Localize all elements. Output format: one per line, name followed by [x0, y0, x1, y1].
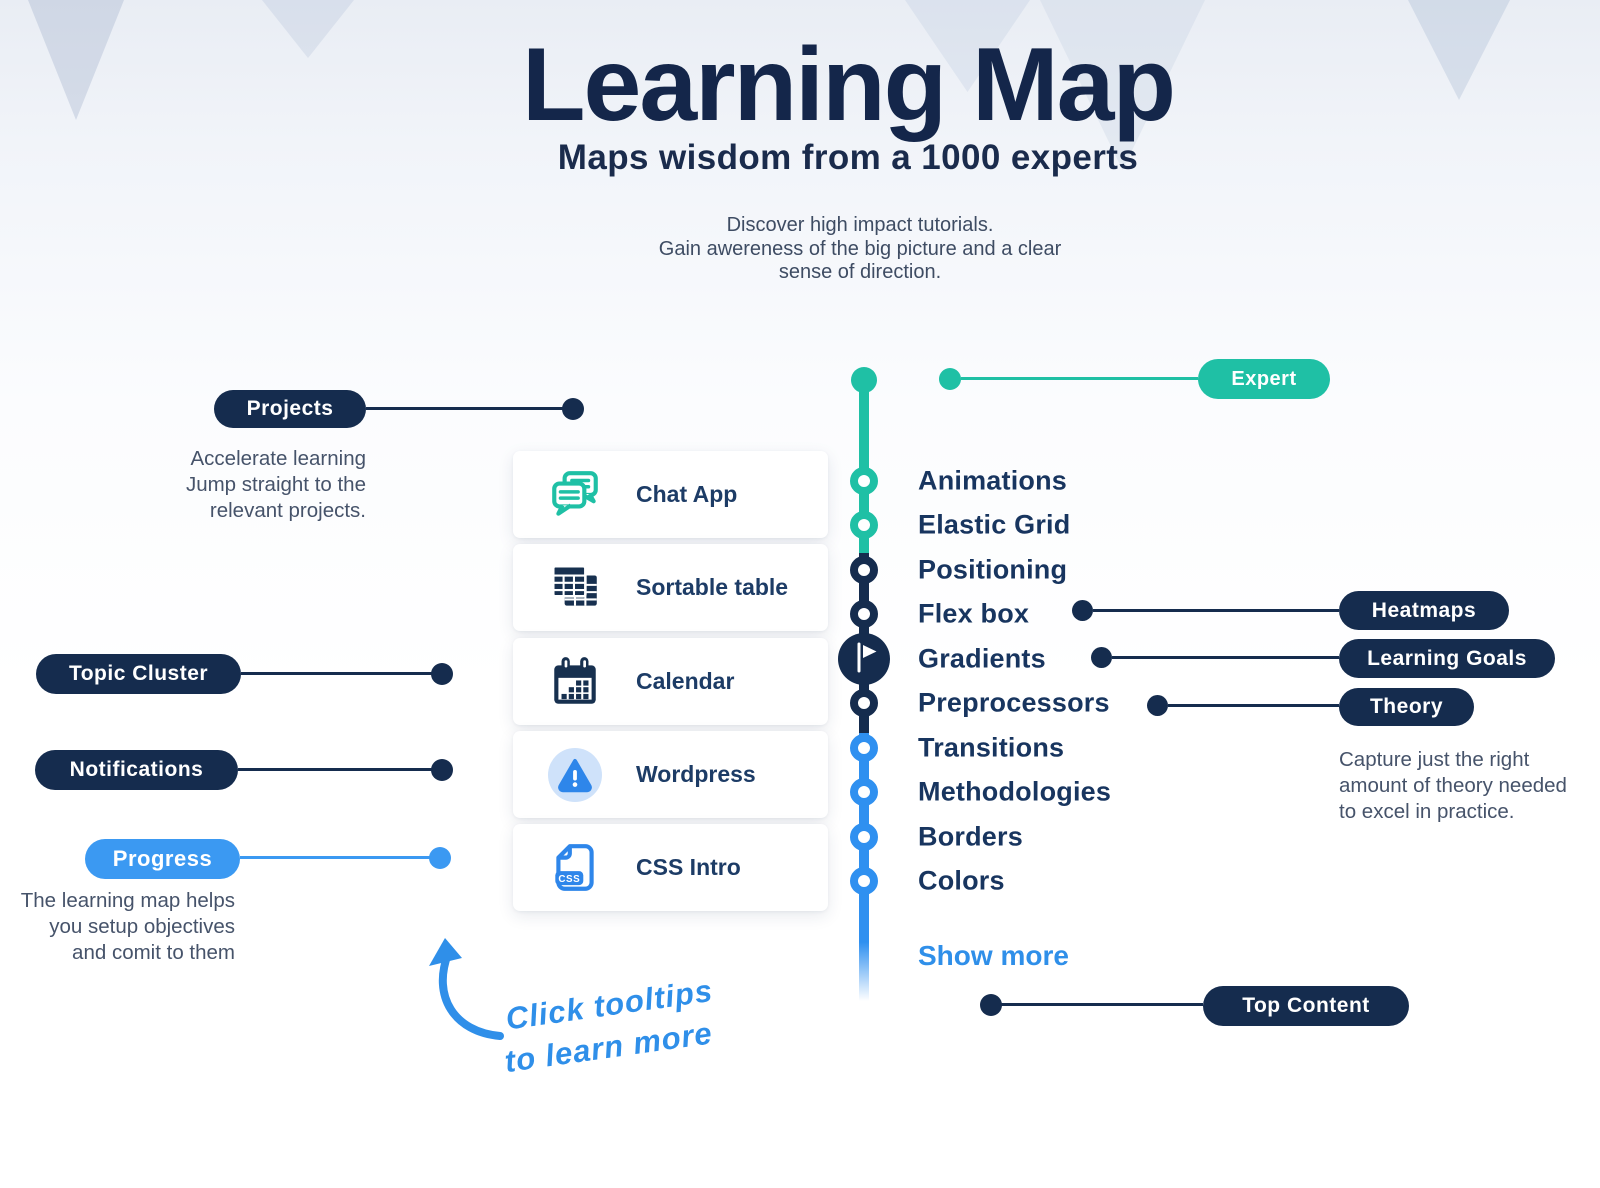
- note-line: The learning map helps: [20, 889, 235, 912]
- note-line: amount of theory needed: [1339, 774, 1567, 797]
- page-title: Learning Map: [521, 27, 1176, 143]
- timeline-node: [850, 689, 878, 717]
- svg-text:CSS: CSS: [558, 874, 580, 885]
- projects-pill[interactable]: Projects: [214, 390, 366, 428]
- topic-preprocessors[interactable]: Preprocessors: [918, 687, 1110, 718]
- topic-positioning[interactable]: Positioning: [918, 554, 1068, 585]
- timeline-node: [850, 867, 878, 895]
- connector-line: [961, 377, 1198, 380]
- card-label: Wordpress: [636, 761, 756, 787]
- description-line: Discover high impact tutorials.: [726, 214, 994, 236]
- card-css-intro[interactable]: CSS CSS Intro: [513, 824, 828, 911]
- connector-line: [366, 407, 564, 410]
- card-label: Calendar: [636, 668, 735, 694]
- topic-flex-box[interactable]: Flex box: [918, 598, 1030, 629]
- timeline-start-node: [851, 367, 877, 393]
- timeline-node: [850, 467, 878, 495]
- note-line: Accelerate learning: [190, 447, 367, 470]
- tooltip-annotation: Click tooltips to learn more: [503, 970, 721, 1082]
- card-label: Chat App: [636, 481, 738, 507]
- timeline-milestone-node: [838, 633, 890, 685]
- progress-pill[interactable]: Progress: [85, 839, 240, 879]
- connector-line: [1001, 1003, 1203, 1006]
- timeline-node: [850, 600, 878, 628]
- table-icon: [547, 560, 603, 616]
- note-line: relevant projects.: [209, 499, 366, 522]
- connector-line: [1168, 704, 1339, 707]
- page-description: Discover high impact tutorials. Gain awe…: [160, 214, 1560, 285]
- curved-arrow-icon: [412, 938, 507, 1051]
- note-line: and comit to them: [72, 941, 235, 964]
- connector-dot: [1147, 695, 1168, 716]
- timeline-node: [850, 778, 878, 806]
- connector-dot: [562, 398, 584, 420]
- card-chat-app[interactable]: Chat App: [513, 451, 828, 538]
- topic-transitions[interactable]: Transitions: [918, 732, 1065, 763]
- connector-dot: [431, 759, 453, 781]
- topic-colors[interactable]: Colors: [918, 865, 1005, 896]
- connector-line: [1112, 656, 1339, 659]
- card-sortable-table[interactable]: Sortable table: [513, 544, 828, 631]
- timeline-node: [850, 511, 878, 539]
- note-line: Jump straight to the: [185, 473, 366, 496]
- note-line: you setup objectives: [49, 915, 235, 938]
- flag-icon: [838, 631, 890, 688]
- alert-icon: [547, 747, 603, 803]
- description-line: sense of direction.: [778, 261, 942, 283]
- timeline-node: [850, 556, 878, 584]
- note-line: to excel in practice.: [1339, 800, 1515, 823]
- connector-dot: [431, 663, 453, 685]
- topic-elastic-grid[interactable]: Elastic Grid: [918, 509, 1071, 540]
- expert-pill[interactable]: Expert: [1198, 359, 1330, 399]
- connector-line: [240, 856, 433, 859]
- connector-dot: [939, 368, 961, 390]
- timeline-node: [850, 823, 878, 851]
- top-content-pill[interactable]: Top Content: [1203, 986, 1409, 1026]
- theory-note: Capture just the right amount of theory …: [1339, 747, 1600, 825]
- topic-gradients[interactable]: Gradients: [918, 643, 1046, 674]
- note-line: Capture just the right: [1339, 748, 1530, 771]
- connector-dot: [980, 994, 1002, 1016]
- notifications-pill[interactable]: Notifications: [35, 750, 238, 790]
- connector-dot: [1091, 647, 1112, 668]
- connector-line: [238, 768, 435, 771]
- card-label: Sortable table: [636, 574, 789, 600]
- card-wordpress[interactable]: Wordpress: [513, 731, 828, 818]
- topic-borders[interactable]: Borders: [918, 821, 1023, 852]
- chat-icon: [547, 467, 603, 523]
- progress-note: The learning map helps you setup objecti…: [5, 888, 235, 966]
- description-line: Gain awereness of the big picture and a …: [658, 237, 1062, 260]
- calendar-icon: [547, 654, 603, 710]
- topic-cluster-pill[interactable]: Topic Cluster: [36, 654, 241, 694]
- show-more-link[interactable]: Show more: [918, 940, 1069, 971]
- topic-animations[interactable]: Animations: [918, 465, 1068, 496]
- connector-dot: [1072, 600, 1093, 621]
- card-label: CSS Intro: [636, 854, 741, 880]
- timeline-segment-expert: [859, 380, 869, 553]
- learning-goals-pill[interactable]: Learning Goals: [1339, 639, 1555, 678]
- connector-line: [241, 672, 435, 675]
- page-subtitle: Maps wisdom from a 1000 experts: [557, 138, 1139, 177]
- connector-line: [1093, 609, 1339, 612]
- projects-note: Accelerate learning Jump straight to the…: [140, 446, 366, 524]
- card-calendar[interactable]: Calendar: [513, 638, 828, 725]
- topic-methodologies[interactable]: Methodologies: [918, 776, 1112, 807]
- connector-dot: [429, 847, 451, 869]
- css-file-icon: CSS: [547, 840, 603, 896]
- timeline-node: [850, 734, 878, 762]
- heatmaps-pill[interactable]: Heatmaps: [1339, 591, 1509, 630]
- theory-pill[interactable]: Theory: [1339, 688, 1474, 726]
